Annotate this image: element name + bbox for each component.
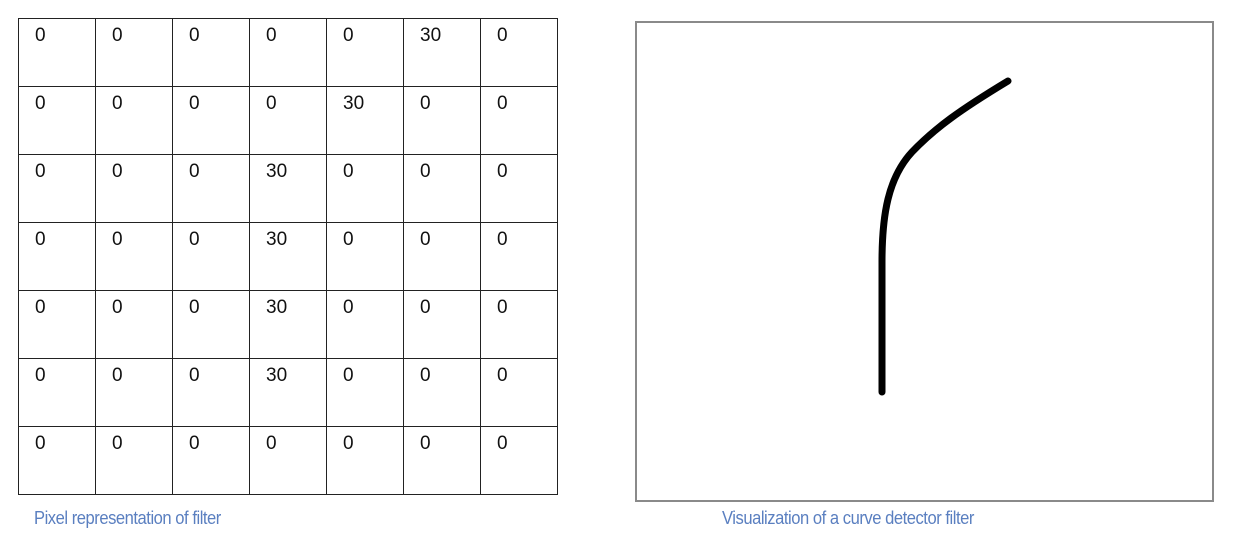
cell-value: 0: [189, 433, 200, 454]
grid-cell: 0: [172, 86, 250, 155]
cell-value: 0: [112, 93, 123, 114]
cell-value: 0: [35, 25, 46, 46]
cell-value: 0: [35, 161, 46, 182]
grid-cell: 0: [172, 426, 250, 495]
cell-value: 0: [35, 93, 46, 114]
grid-cell: 0: [172, 154, 250, 223]
grid-row: 0 0 0 30 0 0 0: [18, 154, 558, 223]
cell-value: 0: [266, 93, 277, 114]
grid-row: 0 0 0 30 0 0 0: [18, 222, 558, 291]
cell-value: 0: [343, 229, 354, 250]
grid-cell: 30: [249, 154, 327, 223]
cell-value: 30: [266, 161, 288, 182]
grid-cell: 0: [249, 86, 327, 155]
cell-value: 0: [420, 433, 431, 454]
cell-value: 0: [112, 229, 123, 250]
grid-cell: 0: [95, 222, 173, 291]
cell-value: 0: [35, 229, 46, 250]
grid-cell: 0: [403, 154, 481, 223]
cell-value: 0: [35, 297, 46, 318]
cell-value: 0: [343, 161, 354, 182]
cell-value: 0: [266, 25, 277, 46]
cell-value: 30: [343, 93, 365, 114]
cell-value: 0: [420, 161, 431, 182]
cell-value: 0: [497, 161, 508, 182]
cell-value: 0: [343, 25, 354, 46]
grid-row: 0 0 0 0 0 0 0: [18, 426, 558, 495]
grid-cell: 0: [403, 222, 481, 291]
grid-cell: 0: [18, 426, 96, 495]
cell-value: 0: [112, 365, 123, 386]
grid-cell: 0: [18, 290, 96, 359]
cell-value: 0: [35, 365, 46, 386]
cell-value: 0: [112, 25, 123, 46]
grid-cell: 0: [480, 290, 558, 359]
grid-cell: 0: [249, 426, 327, 495]
cell-value: 0: [189, 297, 200, 318]
grid-cell: 30: [326, 86, 404, 155]
cell-value: 0: [497, 93, 508, 114]
grid-cell: 0: [480, 358, 558, 427]
cell-value: 0: [112, 433, 123, 454]
grid-cell: 0: [95, 290, 173, 359]
grid-cell: 30: [249, 222, 327, 291]
grid-cell: 0: [95, 426, 173, 495]
grid-row: 0 0 0 0 30 0 0: [18, 86, 558, 155]
cell-value: 0: [189, 25, 200, 46]
cell-value: 0: [420, 229, 431, 250]
grid-cell: 0: [480, 426, 558, 495]
cell-value: 30: [266, 297, 288, 318]
grid-row: 0 0 0 30 0 0 0: [18, 290, 558, 359]
grid-cell: 0: [18, 18, 96, 87]
curve-visualization-frame: [635, 21, 1214, 502]
cell-value: 0: [497, 229, 508, 250]
grid-cell: 30: [249, 358, 327, 427]
cell-value: 0: [420, 297, 431, 318]
cell-value: 0: [497, 297, 508, 318]
cell-value: 0: [343, 297, 354, 318]
grid-cell: 0: [95, 154, 173, 223]
cell-value: 0: [497, 365, 508, 386]
grid-cell: 30: [403, 18, 481, 87]
cell-value: 0: [35, 433, 46, 454]
grid-cell: 0: [95, 86, 173, 155]
cell-value: 0: [112, 297, 123, 318]
grid-cell: 0: [18, 154, 96, 223]
grid-cell: 0: [326, 18, 404, 87]
grid-row: 0 0 0 0 0 30 0: [18, 18, 558, 87]
cell-value: 0: [497, 25, 508, 46]
cell-value: 0: [266, 433, 277, 454]
grid-cell: 30: [249, 290, 327, 359]
cell-value: 0: [497, 433, 508, 454]
grid-row: 0 0 0 30 0 0 0: [18, 358, 558, 427]
cell-value: 0: [112, 161, 123, 182]
right-caption: Visualization of a curve detector filter: [722, 508, 974, 528]
curve-stroke: [878, 77, 1012, 396]
cell-value: 0: [343, 365, 354, 386]
grid-cell: 0: [18, 86, 96, 155]
left-caption: Pixel representation of filter: [34, 508, 221, 528]
cell-value: 0: [189, 365, 200, 386]
cell-value: 0: [420, 93, 431, 114]
cell-value: 0: [343, 433, 354, 454]
grid-cell: 0: [403, 426, 481, 495]
cell-value: 0: [189, 93, 200, 114]
cell-value: 30: [420, 25, 442, 46]
cell-value: 30: [266, 229, 288, 250]
cell-value: 30: [266, 365, 288, 386]
grid-cell: 0: [326, 290, 404, 359]
grid-cell: 0: [480, 222, 558, 291]
cell-value: 0: [420, 365, 431, 386]
cell-value: 0: [189, 229, 200, 250]
cell-value: 0: [189, 161, 200, 182]
